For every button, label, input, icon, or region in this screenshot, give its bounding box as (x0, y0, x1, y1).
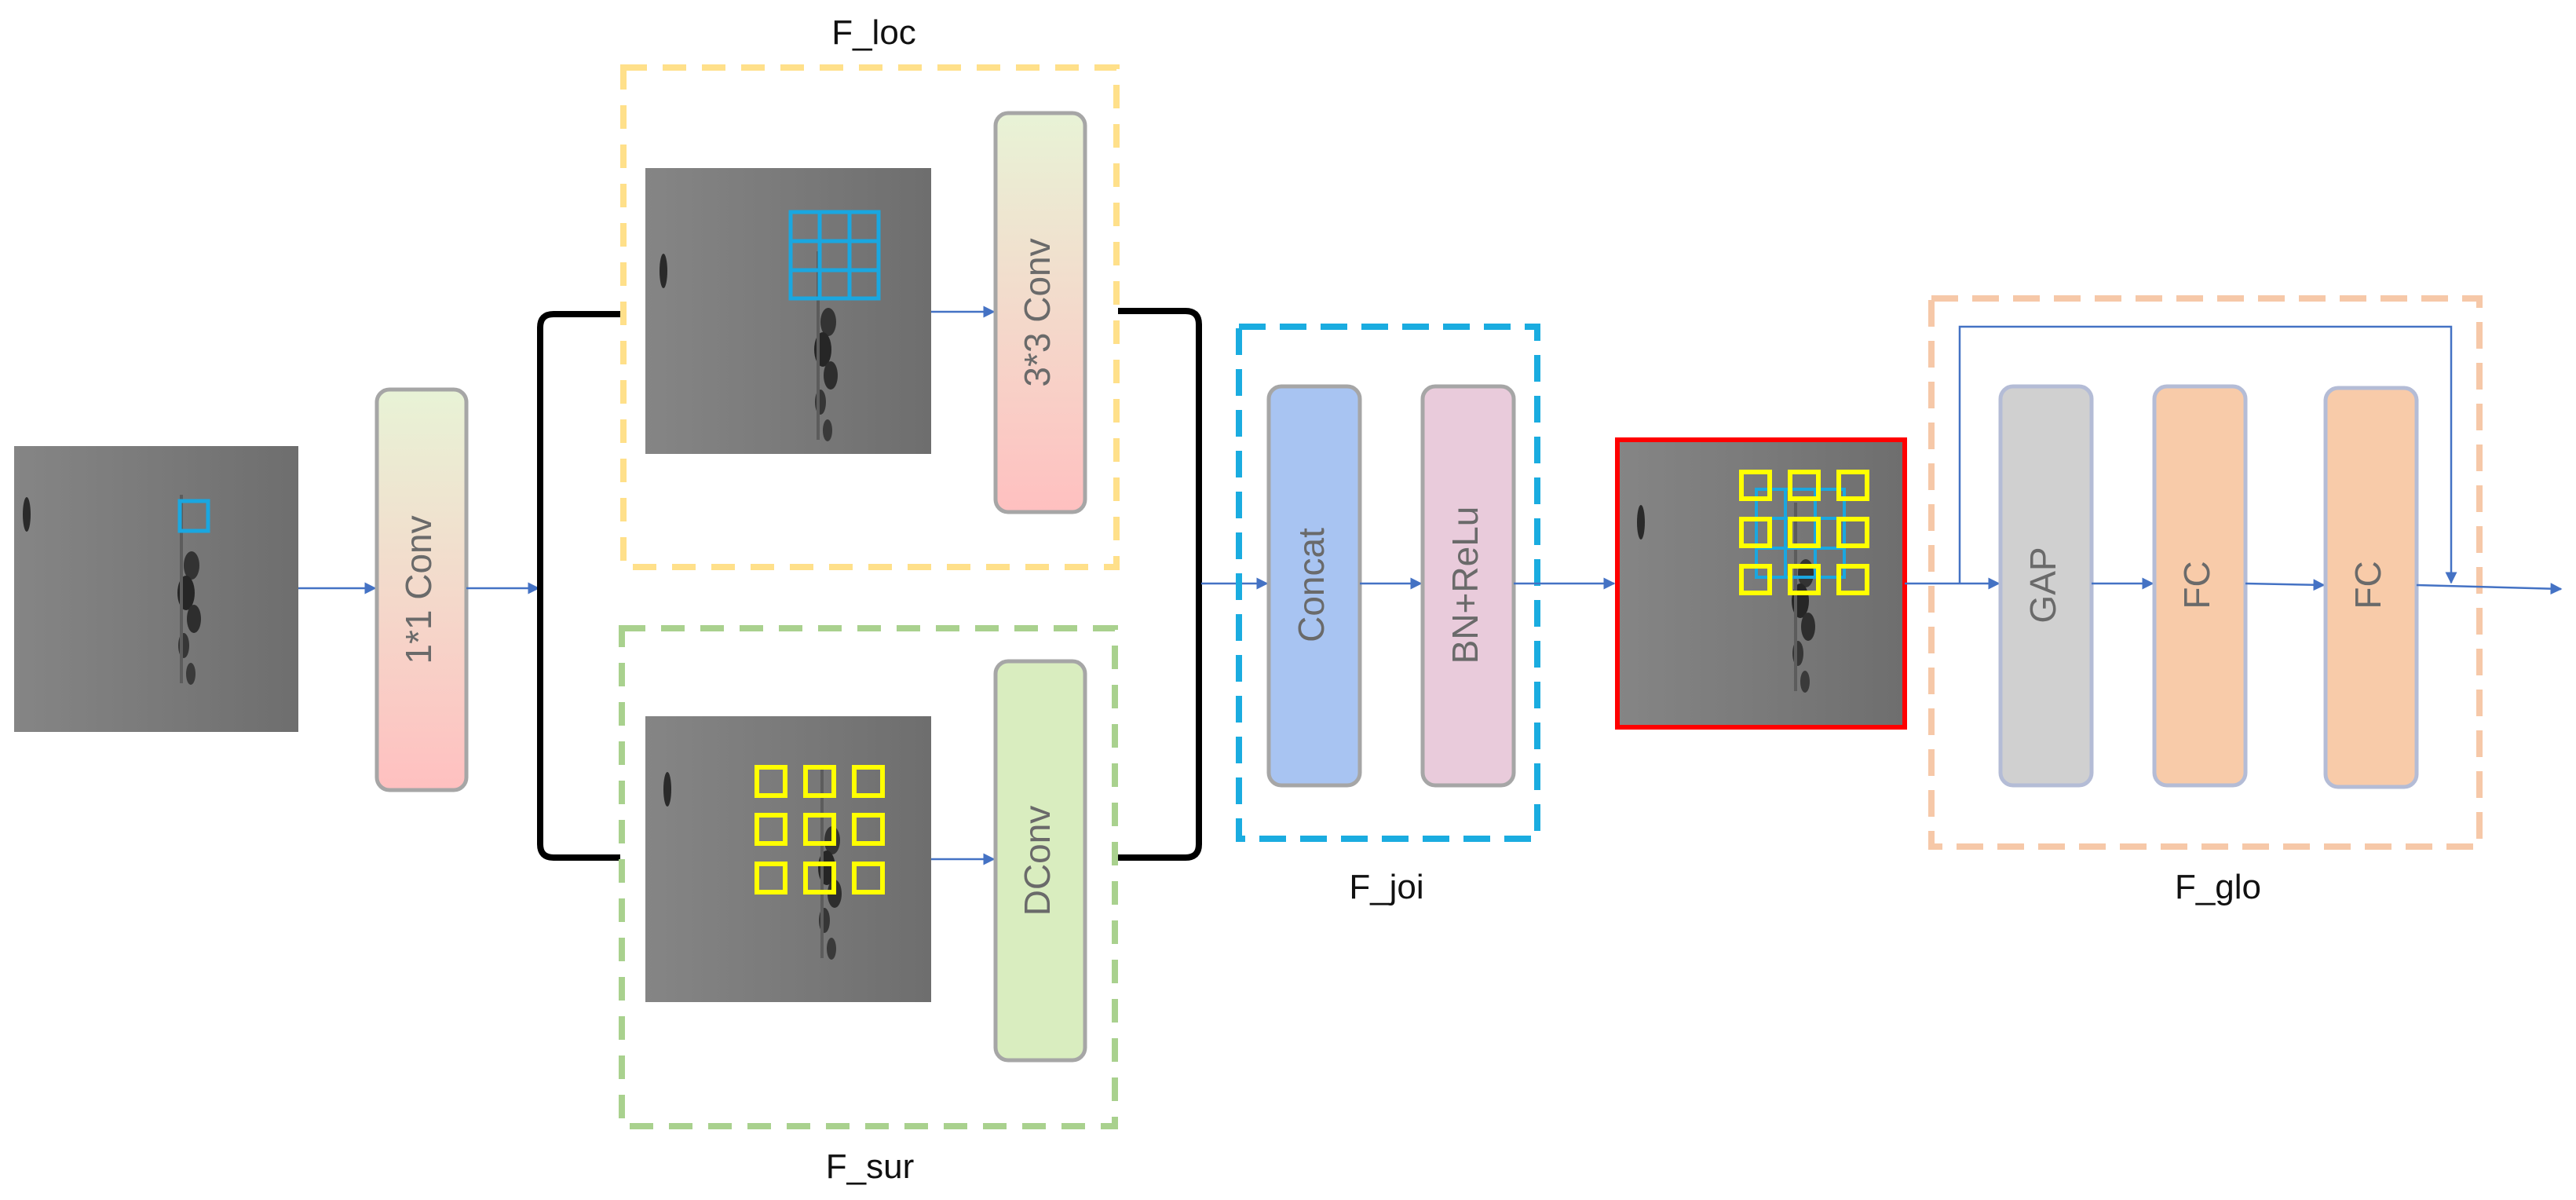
dilated-3x3-window (755, 765, 885, 895)
fc1-label: FC (2176, 561, 2217, 609)
conv3x3-label: 3*3 Conv (1017, 238, 1058, 386)
f-loc-group: F_loc 3*3 Conv (620, 13, 1120, 570)
fc2-block (2323, 386, 2419, 789)
left-branch-bracket (537, 311, 620, 861)
joint-dilated-window (1739, 470, 1869, 595)
f-loc-label: F_loc (831, 13, 916, 52)
conv1x1-block: 1*1 Conv (375, 387, 469, 792)
fc2-label: FC (2348, 561, 2388, 609)
dconv-block (993, 659, 1087, 1063)
gap-block (1998, 384, 2094, 788)
concat-label: Concat (1291, 528, 1332, 642)
concat-block (1266, 384, 1362, 788)
f-sur-group: F_sur DConv (619, 625, 1118, 1186)
f-joi-group: F_joi Concat BN+ReLu (1236, 324, 1540, 906)
f-sur-image (645, 716, 931, 1002)
f-glo-group: F_glo GAP FC FC (1928, 295, 2483, 906)
arrow-fc1-to-fc2 (2245, 579, 2326, 591)
dconv-label: DConv (1017, 806, 1058, 916)
f-sur-label: F_sur (826, 1147, 914, 1186)
gap-label: GAP (2022, 547, 2063, 623)
bnrelu-label: BN+ReLu (1445, 507, 1485, 664)
conv3x3-block (993, 111, 1087, 514)
f-glo-label: F_glo (2175, 868, 2261, 906)
f-joi-label: F_joi (1349, 868, 1423, 906)
f-loc-image (645, 168, 931, 454)
conv1x1-label: 1*1 Conv (398, 515, 439, 664)
input-pixel-window (177, 499, 210, 533)
arrow-final-output (2416, 583, 2563, 595)
joint-feature-image (1615, 437, 1907, 730)
right-branch-bracket (1118, 308, 1202, 861)
input-image (14, 446, 298, 732)
fc1-block (2152, 384, 2248, 788)
bnrelu-block (1420, 384, 1516, 788)
joint-local-window (1755, 488, 1846, 579)
skip-connection (1958, 325, 2457, 584)
local-3x3-window (788, 210, 881, 301)
